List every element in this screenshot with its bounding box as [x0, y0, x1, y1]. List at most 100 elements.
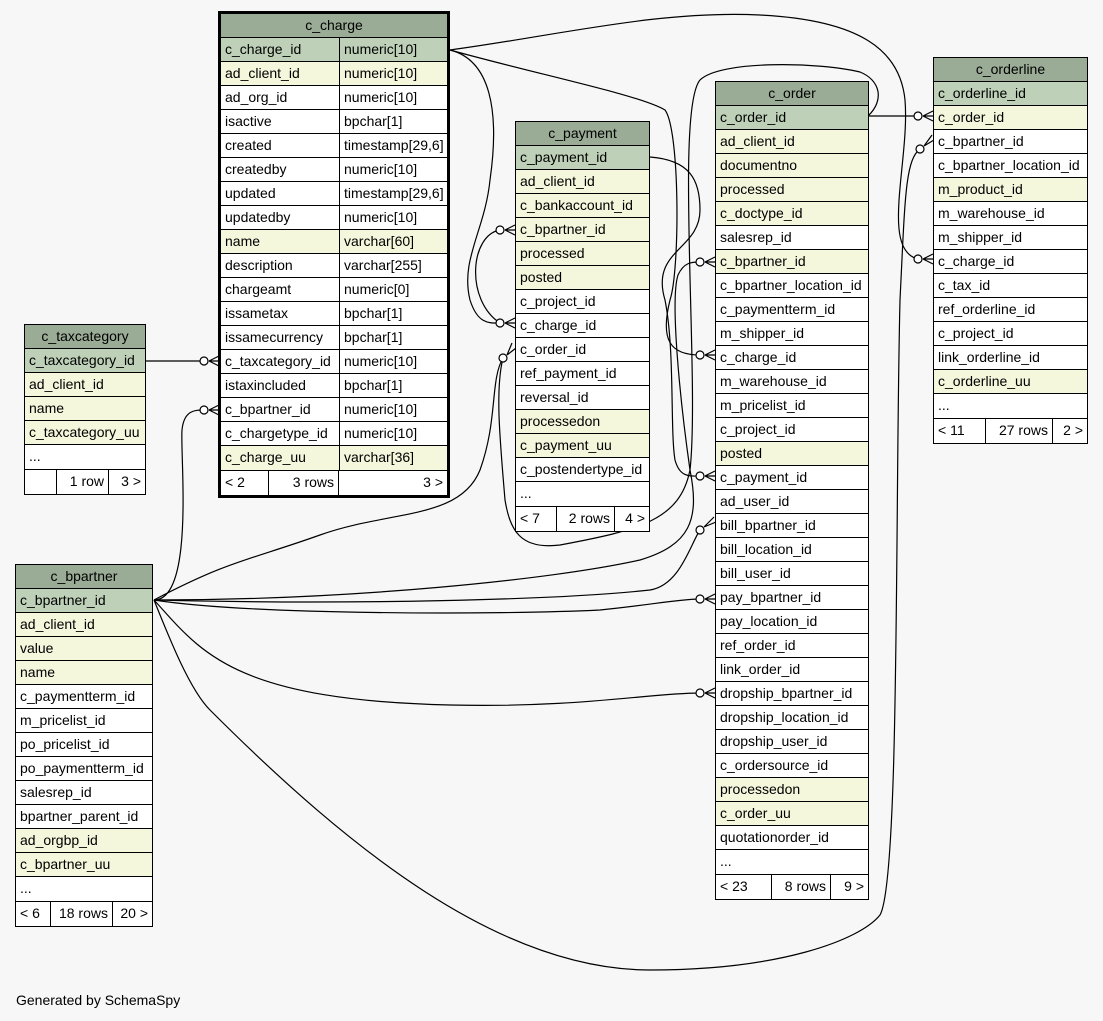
- column-row[interactable]: ...: [16, 877, 152, 901]
- column-row[interactable]: ...: [516, 482, 649, 506]
- footer-next[interactable]: 2 >: [1052, 419, 1087, 443]
- column-row[interactable]: pay_location_id: [716, 610, 868, 634]
- column-row[interactable]: documentno: [716, 154, 868, 178]
- column-row[interactable]: bill_location_id: [716, 538, 868, 562]
- column-row[interactable]: dropship_location_id: [716, 706, 868, 730]
- column-row[interactable]: c_bankaccount_id: [516, 194, 649, 218]
- column-row[interactable]: ref_orderline_id: [934, 298, 1087, 322]
- footer-prev[interactable]: < 2: [225, 474, 245, 490]
- column-row[interactable]: value: [16, 637, 152, 661]
- column-row[interactable]: c_bpartner_id: [516, 218, 649, 242]
- column-row[interactable]: posted: [516, 266, 649, 290]
- column-row[interactable]: processedon: [716, 778, 868, 802]
- column-row[interactable]: m_product_id: [934, 178, 1087, 202]
- column-row[interactable]: m_shipper_id: [934, 226, 1087, 250]
- column-row[interactable]: c_ordersource_id: [716, 754, 868, 778]
- column-row[interactable]: c_charge_id: [934, 250, 1087, 274]
- column-row[interactable]: ...: [934, 394, 1087, 418]
- column-row[interactable]: dropship_bpartner_id: [716, 682, 868, 706]
- column-row[interactable]: c_charge_id: [716, 346, 868, 370]
- column-row[interactable]: c_paymentterm_id: [16, 685, 152, 709]
- column-row[interactable]: bpartner_parent_id: [16, 805, 152, 829]
- footer-prev[interactable]: [25, 470, 56, 494]
- column-row[interactable]: c_taxcategory_uu: [25, 421, 145, 445]
- footer-prev[interactable]: < 23: [720, 878, 748, 894]
- column-row[interactable]: c_order_id: [716, 106, 868, 130]
- column-row[interactable]: c_charge_id: [516, 314, 649, 338]
- column-row[interactable]: c_payment_id: [516, 146, 649, 170]
- column-row[interactable]: c_doctype_id: [716, 202, 868, 226]
- column-row[interactable]: c_bpartner_uu: [16, 853, 152, 877]
- column-row[interactable]: processed: [716, 178, 868, 202]
- footer-next[interactable]: 3 >: [108, 470, 145, 494]
- column-row[interactable]: po_pricelist_id: [16, 733, 152, 757]
- column-row[interactable]: pay_bpartner_id: [716, 586, 868, 610]
- column-row[interactable]: c_payment_uu: [516, 434, 649, 458]
- column-row[interactable]: name: [25, 397, 145, 421]
- column-row[interactable]: ad_client_id: [16, 613, 152, 637]
- column-row[interactable]: dropship_user_id: [716, 730, 868, 754]
- column-row[interactable]: name: [16, 661, 152, 685]
- column-row[interactable]: c_bpartner_id: [16, 589, 152, 613]
- column-row[interactable]: ad_orgbp_id: [16, 829, 152, 853]
- column-row[interactable]: ad_client_id: [25, 373, 145, 397]
- column-row[interactable]: c_orderline_uu: [934, 370, 1087, 394]
- column-row[interactable]: c_paymentterm_id: [716, 298, 868, 322]
- column-row[interactable]: link_order_id: [716, 658, 868, 682]
- footer-next[interactable]: 9 >: [830, 875, 868, 899]
- column-row[interactable]: c_order_uu: [716, 802, 868, 826]
- column-row[interactable]: c_bpartner_location_id: [934, 154, 1087, 178]
- column-row[interactable]: c_order_id: [516, 338, 649, 362]
- footer-prev[interactable]: < 6: [20, 905, 40, 921]
- column-row[interactable]: bill_user_id: [716, 562, 868, 586]
- column-row[interactable]: m_shipper_id: [716, 322, 868, 346]
- column-row[interactable]: c_taxcategory_id: [25, 349, 145, 373]
- column-row[interactable]: c_project_id: [516, 290, 649, 314]
- column-row[interactable]: ...: [716, 850, 868, 874]
- column-row[interactable]: m_warehouse_id: [716, 370, 868, 394]
- column-row[interactable]: m_pricelist_id: [716, 394, 868, 418]
- column-row[interactable]: processed: [516, 242, 649, 266]
- footer-next[interactable]: 20 >: [112, 902, 152, 926]
- column-row[interactable]: c_bpartner_location_id: [716, 274, 868, 298]
- column-row[interactable]: m_pricelist_id: [16, 709, 152, 733]
- column-row[interactable]: salesrep_id: [16, 781, 152, 805]
- column-row[interactable]: c_bpartner_id: [934, 130, 1087, 154]
- column-row[interactable]: c_postendertype_id: [516, 458, 649, 482]
- column-row[interactable]: ad_user_id: [716, 490, 868, 514]
- column-row[interactable]: processedon: [516, 410, 649, 434]
- column-row[interactable]: c_payment_id: [716, 466, 868, 490]
- column-row[interactable]: ad_client_id: [516, 170, 649, 194]
- column-row[interactable]: bill_bpartner_id: [716, 514, 868, 538]
- column-row[interactable]: c_orderline_id: [934, 82, 1087, 106]
- column-row[interactable]: posted: [716, 442, 868, 466]
- column-row[interactable]: c_project_id: [716, 418, 868, 442]
- column-row[interactable]: quotationorder_id: [716, 826, 868, 850]
- column-row[interactable]: salesrep_id: [716, 226, 868, 250]
- column-row[interactable]: reversal_id: [516, 386, 649, 410]
- footer-prev[interactable]: < 11: [938, 422, 965, 438]
- footer-next[interactable]: 4 >: [614, 507, 649, 531]
- column-row[interactable]: m_warehouse_id: [934, 202, 1087, 226]
- column-row[interactable]: ref_order_id: [716, 634, 868, 658]
